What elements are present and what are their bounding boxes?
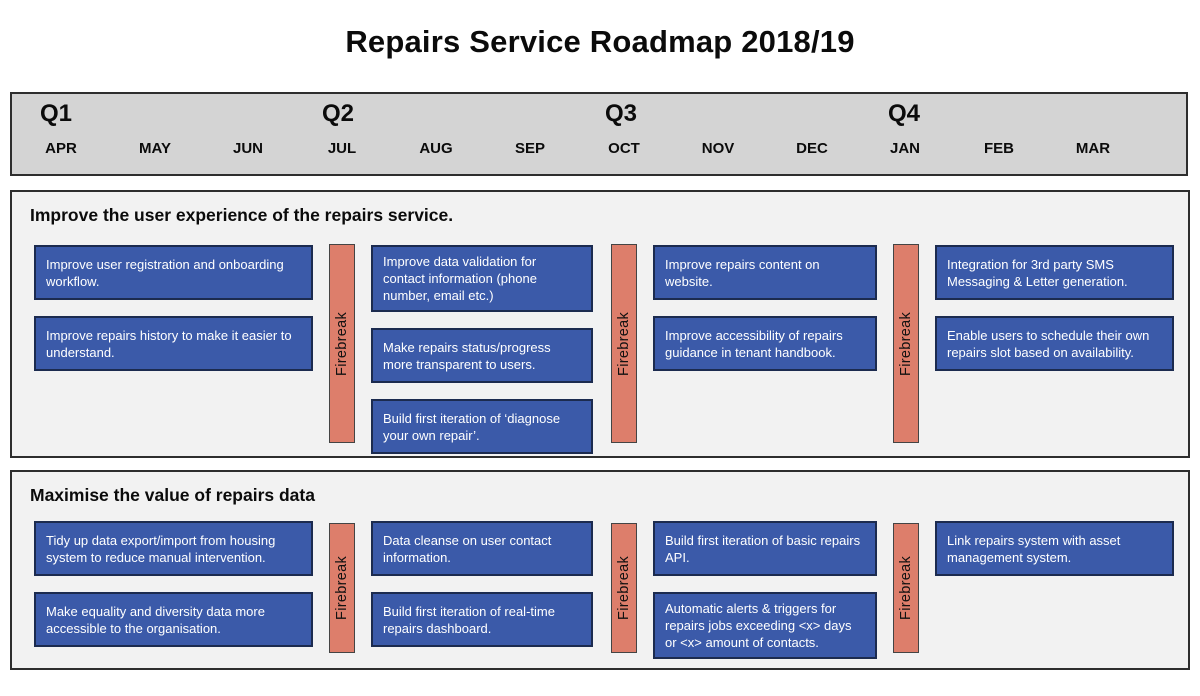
task-card-text: Enable users to schedule their own repai… (947, 327, 1150, 360)
month-label-sep: SEP (514, 140, 546, 157)
firebreak-bar: Firebreak (329, 244, 355, 443)
task-card-text: Improve user registration and onboarding… (46, 256, 284, 289)
month-label-mar: MAR (1075, 140, 1111, 157)
month-label-apr: APR (45, 140, 77, 157)
task-card-text: Improve data validation for contact info… (383, 254, 537, 303)
task-card: Improve repairs history to make it easie… (34, 316, 313, 371)
firebreak-bar: Firebreak (611, 244, 637, 443)
task-card: Link repairs system with asset managemen… (935, 521, 1174, 576)
month-label-jan: JAN (889, 140, 921, 157)
task-card-text: Build first iteration of basic repairs A… (665, 532, 861, 565)
task-card-text: Automatic alerts & triggers for repairs … (665, 601, 852, 650)
quarter-column-q2: Data cleanse on user contact information… (371, 521, 593, 647)
task-card: Enable users to schedule their own repai… (935, 316, 1174, 371)
task-card-text: Improve repairs content on website. (665, 256, 820, 289)
task-card-text: Improve repairs history to make it easie… (46, 327, 292, 360)
task-card: Improve user registration and onboarding… (34, 245, 313, 300)
timeline-header: Q1 Q2 Q3 Q4 APR MAY JUN JUL AUG SEP OCT … (10, 92, 1188, 176)
task-card-text: Improve accessibility of repairs guidanc… (665, 327, 843, 360)
task-card-text: Tidy up data export/import from housing … (46, 532, 276, 565)
task-card-text: Build first iteration of ‘diagnose your … (383, 410, 561, 443)
month-label-jul: JUL (327, 140, 357, 157)
page-title: Repairs Service Roadmap 2018/19 (345, 24, 855, 59)
task-card: Make repairs status/progress more transp… (371, 328, 593, 383)
month-label-jun: JUN (232, 140, 264, 157)
quarter-column-q2: Improve data validation for contact info… (371, 245, 593, 454)
firebreak-label: Firebreak (898, 556, 914, 620)
firebreak-bar: Firebreak (611, 523, 637, 653)
month-label-dec: DEC (796, 140, 828, 157)
month-label-may: MAY (139, 140, 171, 157)
quarter-column-q4: Integration for 3rd party SMS Messaging … (935, 245, 1174, 371)
firebreak-label: Firebreak (616, 556, 632, 620)
task-card: Improve data validation for contact info… (371, 245, 593, 312)
firebreak-bar: Firebreak (329, 523, 355, 653)
lane-heading: Improve the user experience of the repai… (30, 205, 454, 225)
firebreak-label: Firebreak (334, 556, 350, 620)
lane-heading: Maximise the value of repairs data (30, 485, 315, 505)
task-card: Build first iteration of basic repairs A… (653, 521, 877, 576)
quarter-column-q3: Build first iteration of basic repairs A… (653, 521, 877, 659)
quarter-column-q4: Link repairs system with asset managemen… (935, 521, 1174, 576)
firebreak-bar: Firebreak (893, 244, 919, 443)
month-label-oct: OCT (608, 140, 640, 157)
month-label-aug: AUG (419, 140, 453, 157)
task-card: Improve accessibility of repairs guidanc… (653, 316, 877, 371)
task-card-text: Link repairs system with asset managemen… (947, 532, 1121, 565)
quarter-column-q1: Tidy up data export/import from housing … (34, 521, 313, 647)
task-card: Tidy up data export/import from housing … (34, 521, 313, 576)
firebreak-bar: Firebreak (893, 523, 919, 653)
task-card: Data cleanse on user contact information… (371, 521, 593, 576)
task-card-text: Integration for 3rd party SMS Messaging … (947, 256, 1128, 289)
month-label-feb: FEB (984, 140, 1014, 157)
task-card-text: Data cleanse on user contact information… (383, 532, 552, 565)
quarter-column-q3: Improve repairs content on website. Impr… (653, 245, 877, 371)
task-card: Build first iteration of real-time repai… (371, 592, 593, 647)
firebreak-label: Firebreak (334, 311, 350, 376)
task-card: Integration for 3rd party SMS Messaging … (935, 245, 1174, 300)
task-card: Improve repairs content on website. (653, 245, 877, 300)
firebreak-label: Firebreak (898, 311, 914, 376)
swimlane-user-experience: Improve the user experience of the repai… (10, 190, 1190, 458)
task-card: Make equality and diversity data more ac… (34, 592, 313, 647)
task-card-text: Make equality and diversity data more ac… (46, 603, 265, 636)
task-card: Build first iteration of ‘diagnose your … (371, 399, 593, 454)
task-card: Automatic alerts & triggers for repairs … (653, 592, 877, 659)
quarter-column-q1: Improve user registration and onboarding… (34, 245, 313, 371)
quarter-label-q1: Q1 (40, 100, 73, 127)
quarter-label-q2: Q2 (322, 100, 355, 127)
firebreak-label: Firebreak (616, 311, 632, 376)
task-card-text: Make repairs status/progress more transp… (383, 339, 551, 372)
swimlane-repairs-data: Maximise the value of repairs data Tidy … (10, 470, 1190, 670)
quarter-label-q3: Q3 (605, 100, 638, 127)
month-label-nov: NOV (701, 140, 735, 157)
quarter-label-q4: Q4 (888, 100, 921, 127)
task-card-text: Build first iteration of real-time repai… (383, 603, 555, 636)
